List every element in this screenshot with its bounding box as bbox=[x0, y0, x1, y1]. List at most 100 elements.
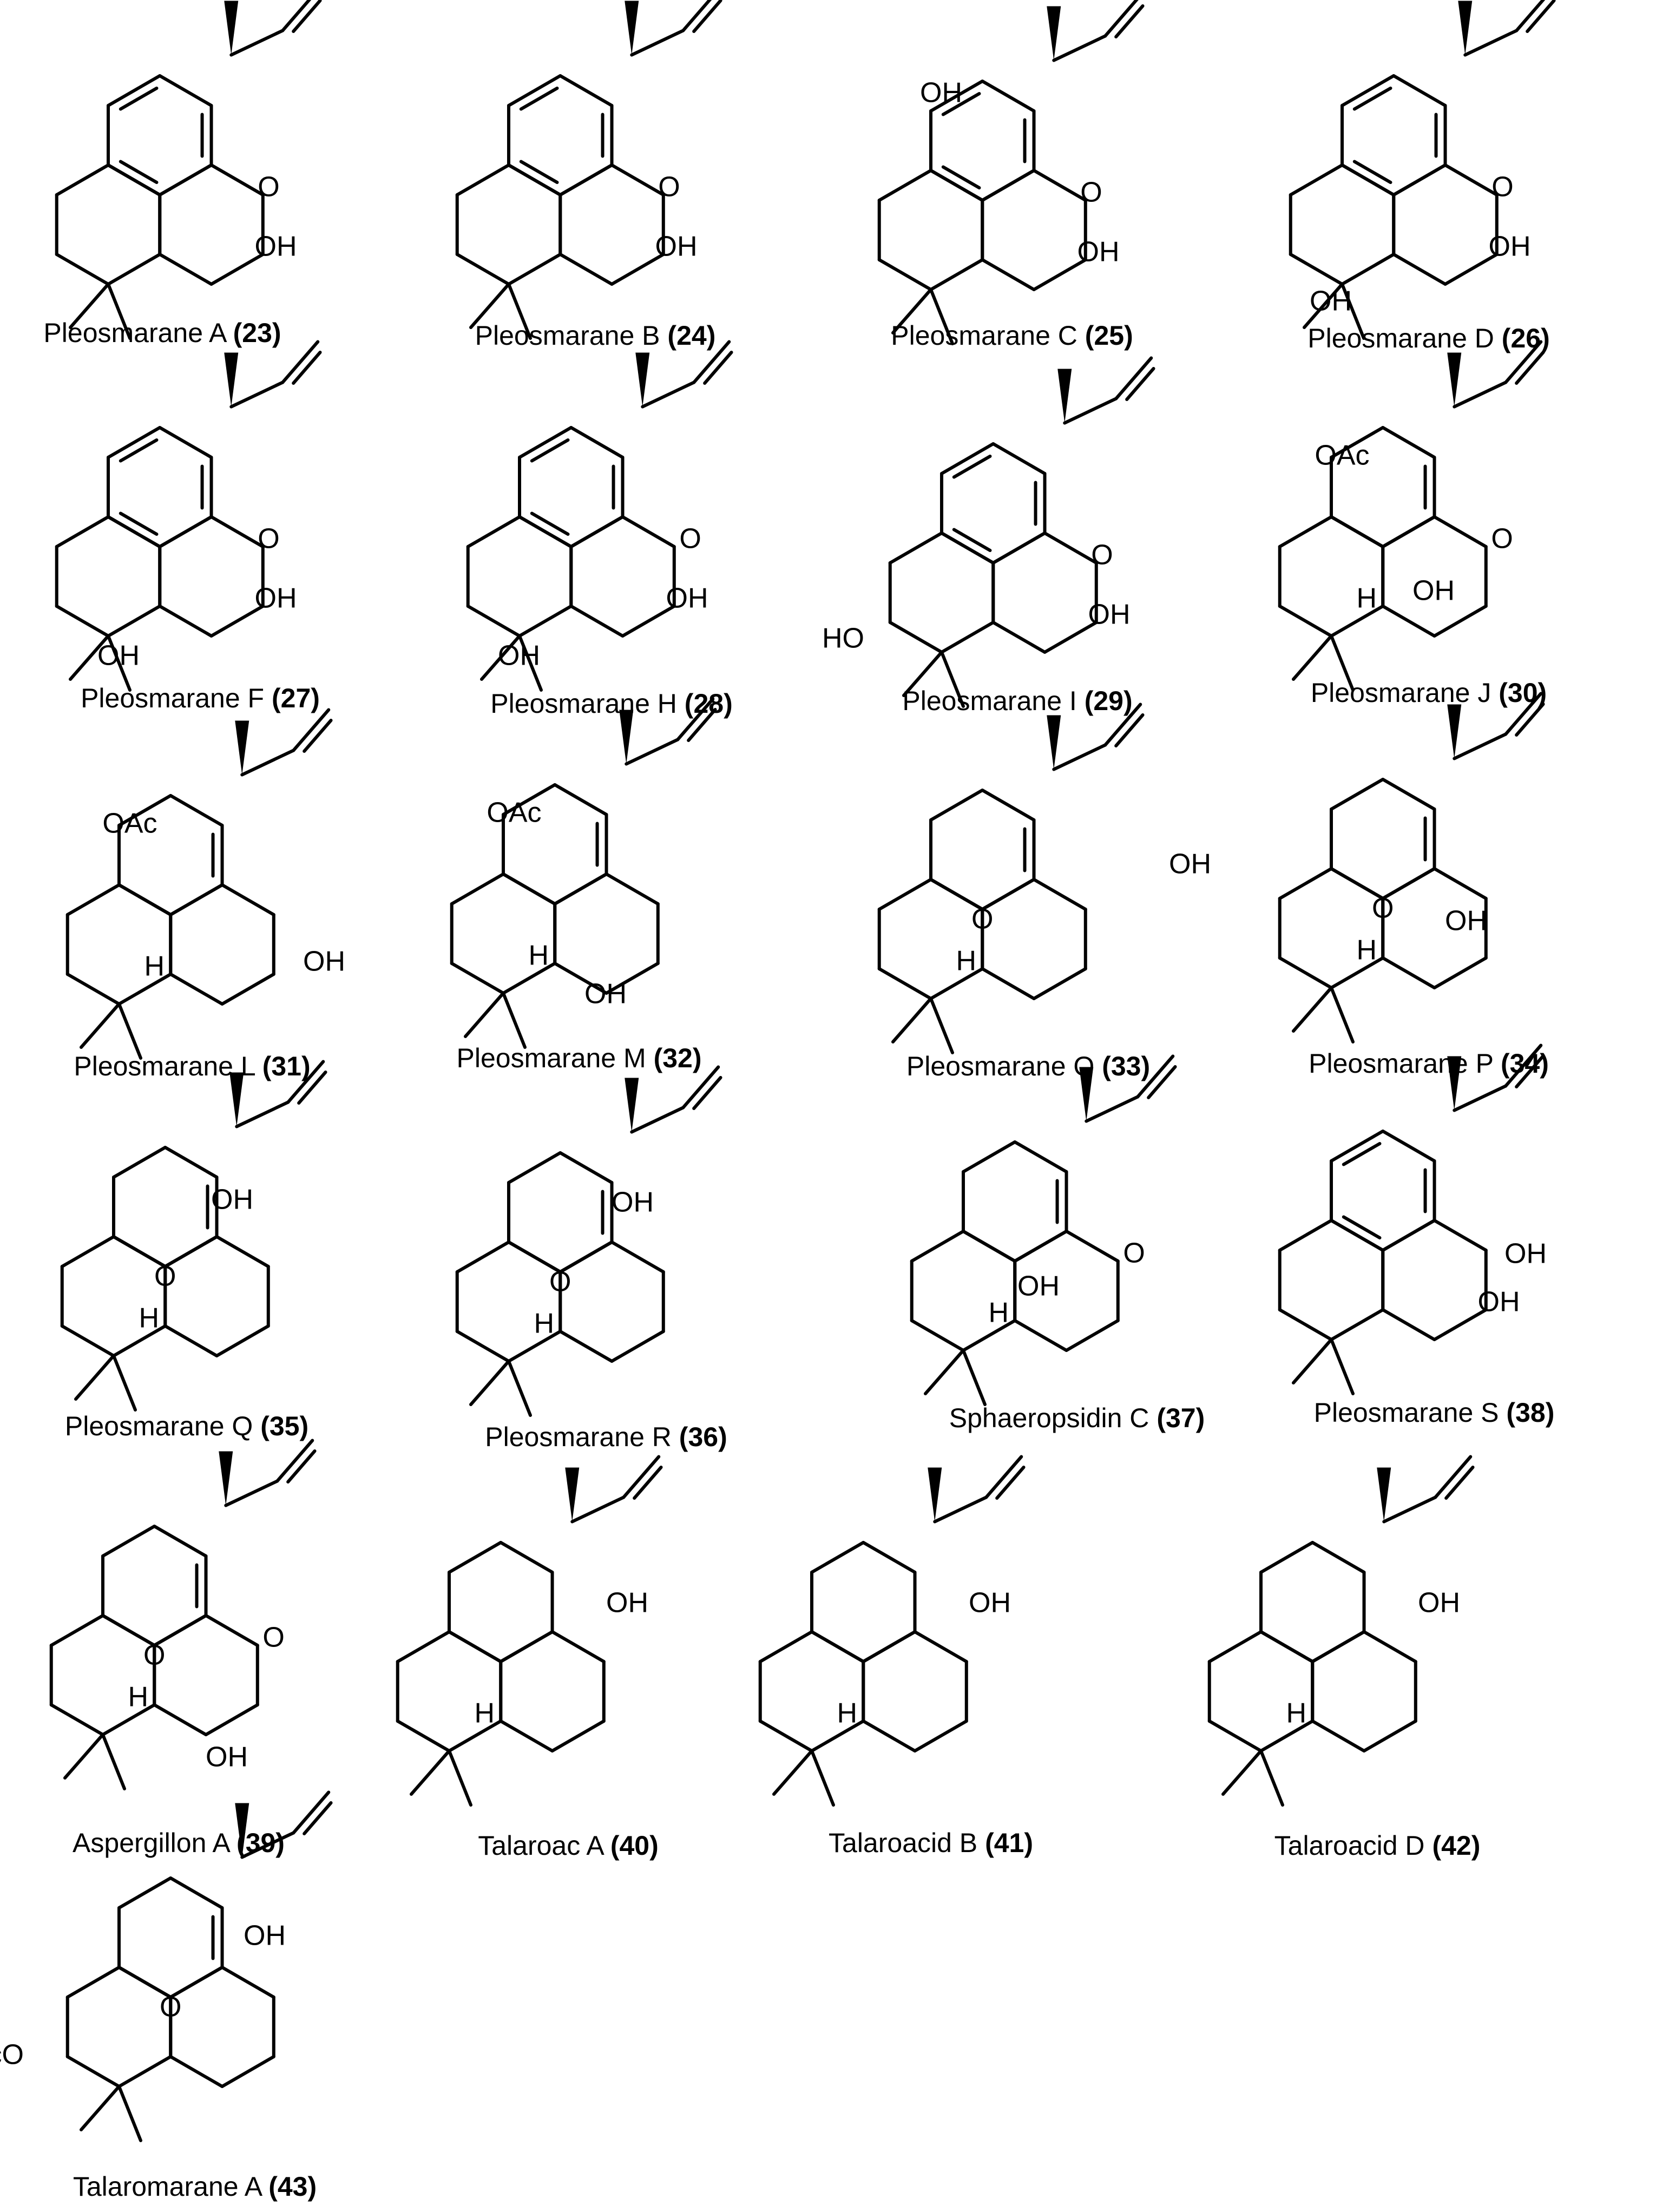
svg-text:H: H bbox=[1356, 583, 1377, 614]
svg-text:OH: OH bbox=[303, 946, 345, 977]
svg-text:O: O bbox=[658, 172, 680, 203]
svg-text:OH: OH bbox=[1412, 575, 1455, 607]
compound-label-33: Pleosmarane O (33) bbox=[906, 1051, 1151, 1081]
svg-text:O: O bbox=[154, 1261, 176, 1292]
compound-label-35: Pleosmarane Q (35) bbox=[64, 1411, 309, 1441]
svg-text:OH: OH bbox=[206, 1742, 248, 1773]
svg-text:O: O bbox=[1491, 523, 1513, 555]
svg-text:H: H bbox=[528, 940, 549, 972]
structure-23: OH O bbox=[55, 0, 322, 340]
svg-text:OAc: OAc bbox=[487, 797, 541, 829]
compound-label-41: Talaroacid B (41) bbox=[829, 1828, 1033, 1858]
svg-text:H: H bbox=[1356, 935, 1377, 966]
structure-40: H OH bbox=[396, 1455, 663, 1807]
svg-text:OH: OH bbox=[655, 231, 698, 262]
compound-label-25: Pleosmarane C (25) bbox=[891, 320, 1133, 351]
svg-text:O: O bbox=[160, 1992, 181, 2023]
svg-text:OH: OH bbox=[584, 979, 627, 1010]
svg-text:H: H bbox=[1286, 1698, 1306, 1729]
svg-text:H: H bbox=[144, 951, 165, 982]
structure-43: OH O AcO bbox=[0, 1790, 333, 2142]
svg-text:O: O bbox=[1080, 177, 1102, 208]
compound-label-43: Talaromarane A (43) bbox=[73, 2171, 317, 2202]
compound-label-29: Pleosmarane I (29) bbox=[902, 686, 1133, 716]
structure-26: OH O OH bbox=[1289, 0, 1556, 340]
svg-text:OAc: OAc bbox=[1315, 440, 1369, 471]
compound-label-36: Pleosmarane R (36) bbox=[485, 1422, 727, 1452]
svg-text:O: O bbox=[143, 1640, 165, 1671]
svg-text:H: H bbox=[128, 1682, 148, 1713]
svg-text:OH: OH bbox=[1088, 599, 1131, 631]
compound-label-24: Pleosmarane B (24) bbox=[475, 320, 716, 351]
svg-text:H: H bbox=[988, 1297, 1009, 1329]
structure-24: OH O bbox=[455, 0, 722, 340]
compound-label-34: Pleosmarane P (34) bbox=[1309, 1048, 1549, 1079]
structure-29: OH O HO bbox=[822, 356, 1155, 708]
svg-text:O: O bbox=[549, 1266, 571, 1298]
structure-35: H OH O bbox=[60, 1060, 327, 1412]
svg-text:O: O bbox=[1091, 540, 1113, 571]
svg-text:OH: OH bbox=[244, 1920, 286, 1952]
svg-text:OH: OH bbox=[612, 1187, 654, 1218]
structure-42: H OH bbox=[1207, 1455, 1475, 1807]
svg-text:O: O bbox=[262, 1622, 284, 1653]
svg-text:OH: OH bbox=[1445, 905, 1487, 937]
svg-text:O: O bbox=[258, 172, 279, 203]
svg-text:OH: OH bbox=[1504, 1238, 1547, 1270]
svg-text:HO: HO bbox=[822, 623, 864, 654]
svg-text:H: H bbox=[139, 1303, 159, 1334]
svg-text:OH: OH bbox=[1077, 237, 1120, 268]
compound-label-23: Pleosmarane A (23) bbox=[43, 318, 281, 348]
svg-text:OH: OH bbox=[1169, 849, 1211, 880]
svg-text:H: H bbox=[837, 1698, 857, 1729]
structure-33: H OH O bbox=[877, 703, 1211, 1054]
svg-text:O: O bbox=[258, 523, 279, 555]
compound-label-38: Pleosmarane S (38) bbox=[1313, 1397, 1555, 1428]
svg-text:OH: OH bbox=[255, 231, 297, 262]
svg-text:OH: OH bbox=[666, 583, 708, 614]
compound-label-42: Talaroacid D (42) bbox=[1274, 1830, 1481, 1861]
svg-text:OH: OH bbox=[97, 640, 140, 672]
structure-34: H OH O bbox=[1278, 692, 1545, 1043]
svg-text:H: H bbox=[534, 1308, 554, 1340]
svg-text:OH: OH bbox=[606, 1587, 648, 1619]
svg-text:O: O bbox=[971, 904, 993, 935]
svg-text:OH: OH bbox=[969, 1587, 1011, 1619]
svg-text:OH: OH bbox=[1310, 286, 1352, 317]
compound-label-28: Pleosmarane H (28) bbox=[490, 688, 733, 719]
compound-label-37: Sphaeropsidin C (37) bbox=[949, 1403, 1205, 1433]
compound-label-31: Pleosmarane L (31) bbox=[74, 1051, 311, 1081]
svg-text:OH: OH bbox=[920, 77, 962, 109]
compound-label-27: Pleosmarane F (27) bbox=[81, 683, 320, 713]
compound-label-30: Pleosmarane J (30) bbox=[1310, 678, 1547, 708]
structure-27: OH O OH bbox=[55, 340, 322, 692]
svg-text:H: H bbox=[474, 1698, 495, 1729]
svg-text:O: O bbox=[679, 523, 701, 555]
svg-text:OH: OH bbox=[1418, 1587, 1460, 1619]
svg-text:OH: OH bbox=[211, 1184, 253, 1216]
structure-41: H OH bbox=[758, 1455, 1026, 1807]
compound-label-39: Aspergillon A (39) bbox=[73, 1828, 285, 1858]
structure-25: OH O OH bbox=[877, 0, 1145, 345]
svg-text:OH: OH bbox=[1017, 1271, 1060, 1302]
svg-text:OH: OH bbox=[255, 583, 297, 614]
compound-label-32: Pleosmarane M (32) bbox=[456, 1043, 702, 1073]
svg-text:H: H bbox=[956, 946, 976, 977]
svg-text:AcO: AcO bbox=[0, 2039, 24, 2071]
svg-text:O: O bbox=[1491, 172, 1513, 203]
svg-text:OH: OH bbox=[1489, 231, 1531, 262]
compound-label-40: Talaroac A (40) bbox=[478, 1830, 659, 1861]
compound-label-26: Pleosmarane D (26) bbox=[1307, 323, 1550, 353]
svg-text:OAc: OAc bbox=[102, 808, 157, 839]
structure-36: H OH O bbox=[455, 1065, 722, 1417]
svg-text:O: O bbox=[1372, 893, 1394, 924]
